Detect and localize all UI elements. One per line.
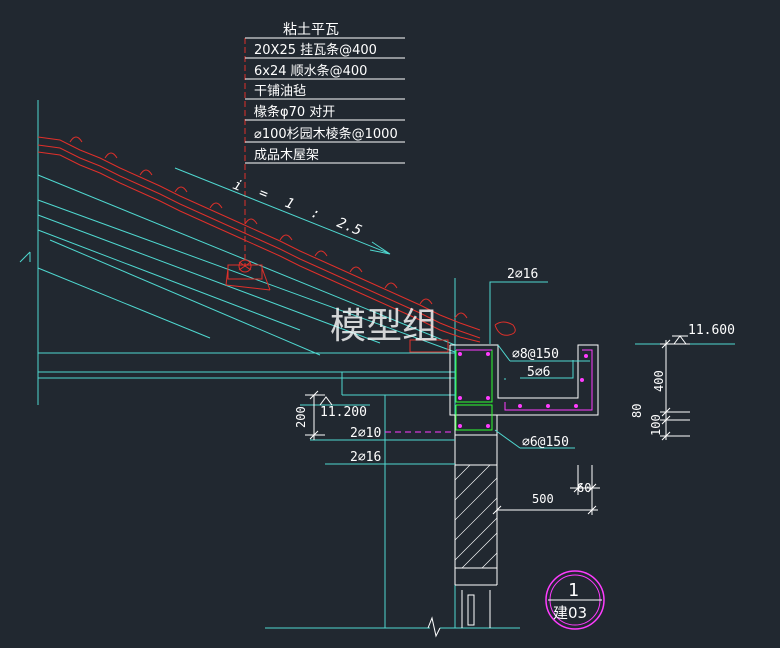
layer-counter-batten: 6x24 顺水条@400 — [254, 63, 367, 79]
slope-colon: : — [309, 205, 323, 223]
break-line — [427, 616, 441, 638]
elevation-upper: 11.600 — [635, 323, 735, 345]
dim-80: 80 — [630, 404, 644, 418]
detail-number: 1 — [568, 580, 579, 601]
detail-tag: 1 建03 — [545, 570, 605, 630]
roof-structure — [19, 100, 520, 629]
slope-i: i — [231, 177, 245, 195]
layer-purlin: ⌀100杉园木棱条@1000 — [254, 126, 398, 142]
rebar-beam-upper-label: 2⌀10 — [350, 426, 381, 441]
rebar-top-label: 2⌀16 — [507, 267, 538, 282]
watermark: 模型组 — [330, 306, 438, 347]
eave-rafters — [225, 267, 271, 291]
rebar-gutter-stirrup-label: ⌀8@150 — [512, 347, 559, 362]
rebar-leaders — [310, 281, 590, 465]
slope-annotation: i = 1 : 2.5 — [174, 167, 391, 255]
layer-truss: 成品木屋架 — [254, 148, 319, 163]
rebar-beam-lower-label: 2⌀16 — [350, 450, 381, 465]
stirrups — [455, 349, 593, 431]
elevation-lower-label: 11.200 — [320, 405, 367, 420]
rebar-beam-stirrup-label: ⌀6@150 — [522, 435, 569, 450]
rebar-gutter-long-label: 5⌀6 — [527, 365, 550, 380]
layer-rafter: 椽条φ70 对开 — [254, 104, 335, 120]
dim-400: 400 — [652, 370, 666, 392]
rebar-dots — [458, 352, 588, 428]
layer-tile-batten: 20X25 挂瓦条@400 — [254, 42, 377, 58]
detail-sheet: 建03 — [553, 604, 587, 622]
elevation-lower: 11.200 — [300, 396, 370, 420]
dim-60: 60 — [577, 481, 591, 495]
slope-eq: = — [257, 185, 271, 203]
slope-b: 2.5 — [335, 215, 364, 239]
dimension-lines — [305, 339, 690, 515]
layer-clay-tile: 粘土平瓦 — [283, 22, 339, 38]
dim-200: 200 — [294, 406, 308, 428]
dim-500: 500 — [532, 492, 554, 506]
elevation-upper-label: 11.600 — [688, 323, 735, 338]
slope-a: 1 — [283, 195, 297, 213]
dim-100: 100 — [649, 414, 663, 436]
callout-table: 粘土平瓦 20X25 挂瓦条@400 6x24 顺水条@400 干铺油毡 椽条φ… — [244, 22, 405, 266]
layer-felt: 干铺油毡 — [254, 84, 306, 99]
brick-hatch — [454, 464, 498, 569]
roof-tiles — [37, 136, 516, 353]
